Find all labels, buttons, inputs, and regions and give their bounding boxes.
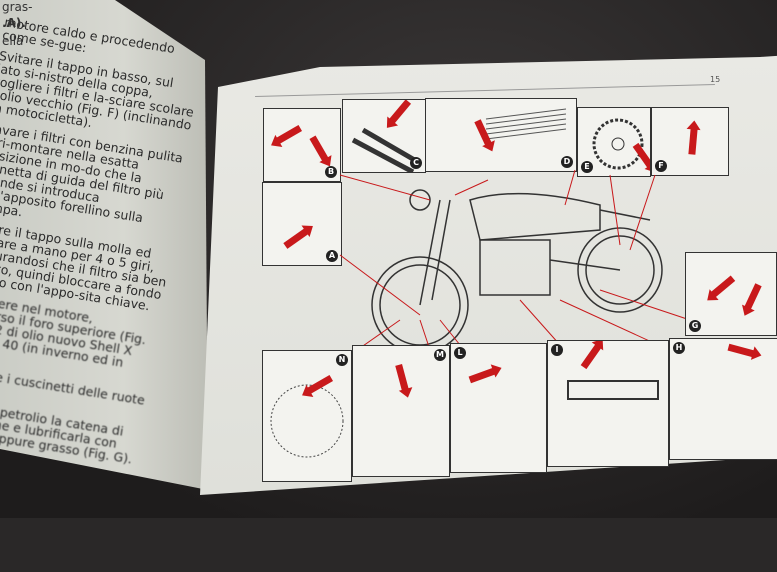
panel-label: B [325, 166, 337, 178]
left-page: motore caldo e procedendo come se-gue: S… [0, 0, 208, 490]
panel-c: C [342, 99, 426, 173]
panel-n: N [262, 350, 352, 482]
panel-label: C [410, 157, 422, 169]
margin-fragment: .A). [2, 16, 26, 30]
arrow-icon [727, 343, 755, 358]
arrow-icon [688, 128, 698, 155]
panel-i: I [547, 340, 669, 467]
arrow-icon [710, 275, 736, 298]
page-number: 15 [710, 75, 721, 84]
arrow-icon [283, 228, 309, 249]
panel-label: D [561, 156, 573, 168]
panel-label: A [326, 250, 338, 262]
panel-label: L [454, 347, 466, 359]
margin-fragment: ella [2, 34, 24, 48]
arrow-icon [309, 135, 329, 162]
panel-b: B [263, 108, 341, 182]
panel-d: D [425, 98, 577, 172]
panel-label: F [655, 160, 667, 172]
panel-l: L [450, 343, 547, 473]
arrow-icon [744, 283, 762, 310]
panel-g: G [685, 252, 777, 336]
panel-m: M [352, 345, 450, 477]
arrow-icon [395, 364, 409, 391]
panel-e: E [577, 107, 651, 177]
panel-label: E [581, 161, 593, 173]
panel-label: G [689, 320, 701, 332]
arrow-icon [275, 124, 303, 145]
panel-label: N [336, 354, 348, 366]
panel-label: H [673, 342, 685, 354]
arrow-icon [468, 367, 496, 384]
margin-fragment: gras- [2, 0, 33, 14]
panel-label: M [434, 349, 446, 361]
panel-f: F [651, 107, 729, 176]
panel-h: H [669, 338, 777, 460]
panel-label: I [551, 344, 563, 356]
panel-a: A [262, 182, 342, 266]
